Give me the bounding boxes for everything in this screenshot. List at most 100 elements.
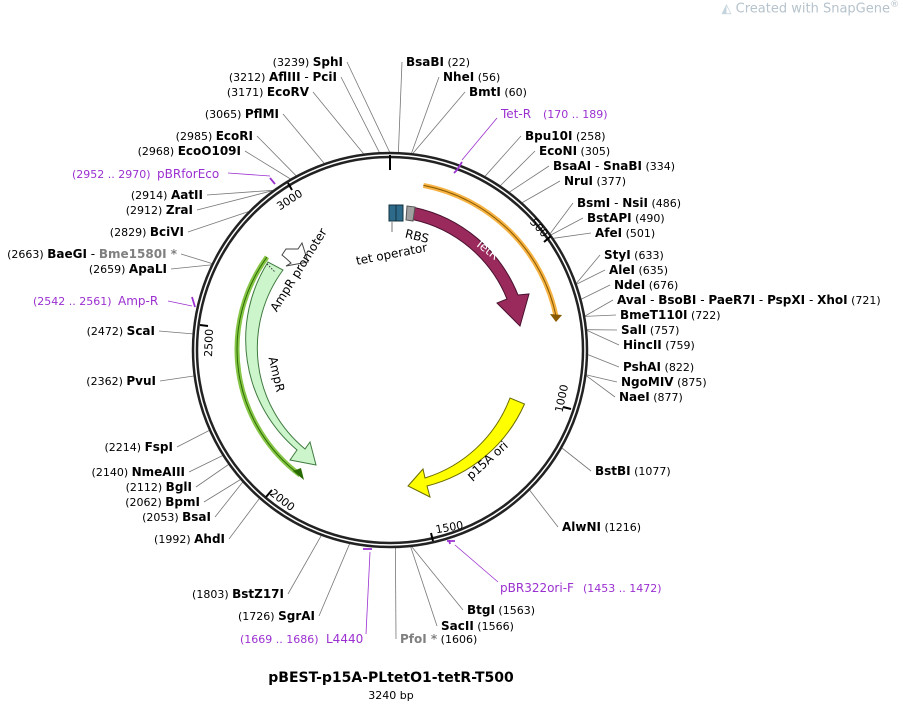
- enzyme-name: StyI: [604, 248, 631, 262]
- enzyme-name: EcoNI: [539, 144, 577, 158]
- primer-ampr-label: Amp-R: [118, 294, 158, 308]
- enzyme-position: (2985): [176, 130, 216, 143]
- enzyme-name: BpmI: [165, 495, 200, 509]
- primer-pbr322ori-label: pBR322ori-F: [500, 581, 574, 595]
- enzyme-name: PshAI: [623, 360, 661, 374]
- enzyme-leader-bsaai: [509, 165, 550, 193]
- enzyme-name: PaeR7I: [708, 293, 755, 307]
- enzyme-label-btgi: BtgI (1563): [467, 603, 535, 617]
- enzyme-label-bsaai: BsaAI - SnaBI (334): [553, 159, 675, 173]
- enzyme-name: BglI: [166, 480, 192, 494]
- enzyme-leader-afei: [553, 232, 592, 239]
- primer-l4440-leader: [365, 551, 371, 635]
- enzyme-leader-bstbi: [561, 447, 592, 472]
- enzyme-label-bmet110i: BmeT110I (722): [620, 308, 721, 322]
- enzyme-name: PvuI: [126, 374, 156, 388]
- enzyme-leader-bsabi: [398, 61, 403, 153]
- enzyme-label-zrai: (2912) ZraI: [126, 203, 193, 217]
- enzyme-separator: -: [646, 293, 658, 307]
- enzyme-label-sali: SalI (757): [621, 323, 679, 337]
- enzyme-name: BsaAI: [553, 159, 591, 173]
- enzyme-leader-alei: [576, 269, 606, 285]
- enzyme-name: NsiI: [622, 196, 648, 210]
- enzyme-position: (2914): [131, 189, 171, 202]
- enzyme-separator: -: [755, 293, 767, 307]
- primer-pbr322ori-range: (1453 .. 1472): [583, 582, 662, 595]
- ampr-outline-arrowhead: [293, 468, 304, 480]
- enzyme-name: NaeI: [619, 390, 650, 404]
- primer-ampr-leader: [167, 300, 193, 307]
- enzyme-name: XhoI: [817, 293, 848, 307]
- snapgene-watermark: ◭ Created with SnapGene®: [722, 0, 899, 16]
- primer-pbr322ori-leader: [454, 544, 499, 583]
- enzyme-leader-afliii: [340, 76, 380, 153]
- enzyme-label-alwni: AlwNI (1216): [562, 520, 641, 534]
- enzyme-leader-fspi: [176, 430, 210, 448]
- primer-pbrforeco-leader: [227, 172, 271, 177]
- enzyme-label-ngomiv: NgoMIV (875): [621, 375, 707, 389]
- tick-label-1000: 1000: [553, 383, 572, 413]
- enzyme-label-nrui: NruI (377): [564, 174, 626, 188]
- enzyme-name: EcoRV: [267, 85, 310, 99]
- enzyme-position: (490): [632, 212, 665, 225]
- enzyme-name: NmeAIII: [132, 465, 185, 479]
- enzyme-leader-nrui: [522, 180, 561, 203]
- enzyme-position: (56): [474, 71, 500, 84]
- enzyme-position: (875): [674, 376, 707, 389]
- enzyme-leader-apali: [170, 264, 212, 270]
- enzyme-name: AleI: [609, 263, 635, 277]
- primer-pbr322ori-mark: [447, 539, 455, 545]
- enzyme-name: BmtI: [469, 85, 501, 99]
- primer-tetr-leader: [461, 117, 498, 161]
- watermark-registered: ®: [890, 0, 899, 10]
- enzyme-position: (2053): [142, 511, 182, 524]
- enzyme-position: (1077): [631, 465, 671, 478]
- enzyme-position: (2659): [89, 263, 129, 276]
- enzyme-name: PspXI: [767, 293, 805, 307]
- tick-3000: [287, 182, 293, 191]
- enzyme-label-bpmi: (2062) BpmI: [125, 495, 200, 509]
- enzyme-leader-bsmi: [549, 202, 574, 234]
- enzyme-name: AvaI: [617, 293, 646, 307]
- ampr-feature: [245, 261, 317, 466]
- enzyme-position: (2214): [105, 441, 145, 454]
- enzyme-position: (2362): [86, 375, 126, 388]
- enzyme-position: (334): [642, 160, 675, 173]
- enzyme-position: (2472): [87, 325, 127, 338]
- tick-500: [543, 235, 552, 243]
- enzyme-label-bmti: BmtI (60): [469, 85, 527, 99]
- enzyme-name: ZraI: [166, 203, 193, 217]
- primer-pbrforeco-range: (2952 .. 2970): [72, 168, 151, 181]
- rbs-feature: [405, 205, 416, 222]
- enzyme-label-bstapi: BstAPI (490): [587, 211, 665, 225]
- enzyme-leader-econi: [500, 150, 536, 186]
- enzyme-label-bsai: (2053) BsaI: [142, 510, 211, 524]
- enzyme-leader-eco0109i: [244, 150, 291, 180]
- enzyme-name: AfeI: [595, 226, 622, 240]
- enzyme-name: ApaLI: [129, 262, 167, 276]
- plasmid-length: 3240 bp: [368, 689, 414, 702]
- tick-2000: [265, 489, 273, 498]
- tick-label-1500: 1500: [434, 519, 464, 537]
- enzyme-name: Bme1580I *: [99, 247, 178, 261]
- enzyme-label-econi: EcoNI (305): [539, 144, 610, 158]
- enzyme-label-afliii: (3212) AflIII - PciI: [229, 70, 337, 84]
- enzyme-position: (22): [444, 56, 470, 69]
- enzyme-name: FspI: [145, 440, 173, 454]
- enzyme-label-bpu10i: Bpu10I (258): [525, 129, 606, 143]
- enzyme-name: HincII: [623, 338, 662, 352]
- enzyme-name: SalI: [621, 323, 646, 337]
- watermark-brand: SnapGene: [822, 1, 890, 17]
- enzyme-position: (721): [848, 294, 881, 307]
- enzyme-position: (635): [635, 264, 668, 277]
- enzyme-label-pvui: (2362) PvuI: [86, 374, 156, 388]
- enzyme-leader-aatii: [206, 189, 274, 196]
- primer-pbrforeco-mark: [269, 177, 276, 185]
- enzyme-leader-bsai: [214, 481, 243, 518]
- enzyme-leader-pflmi: [282, 113, 325, 164]
- enzyme-name: BsoBI: [658, 293, 696, 307]
- primer-l4440-range: (1669 .. 1686): [240, 633, 319, 646]
- enzyme-position: (722): [688, 309, 721, 322]
- enzyme-leader-zrai: [196, 190, 273, 211]
- enzyme-position: (305): [577, 145, 610, 158]
